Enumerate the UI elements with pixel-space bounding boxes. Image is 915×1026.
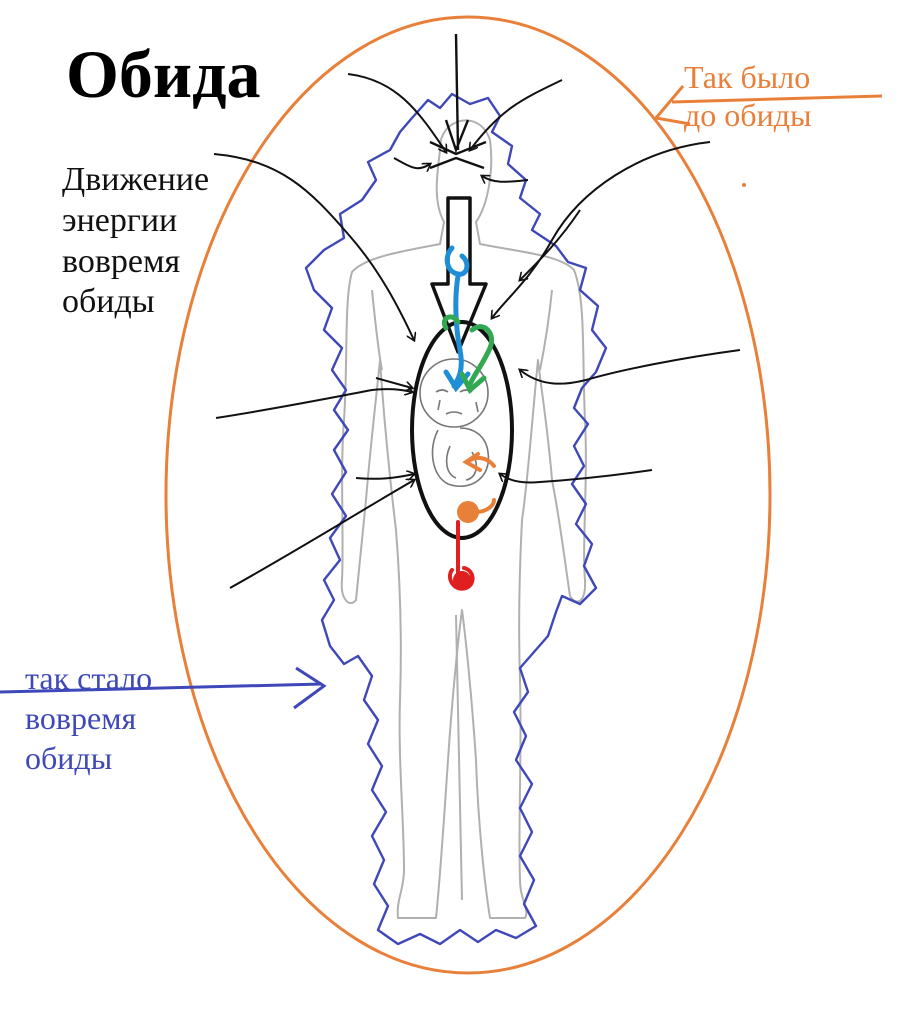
stray-dot: [742, 183, 746, 187]
root-chakra-swirl: [450, 522, 473, 589]
aura-after-outline: [306, 94, 606, 944]
aura-before-ellipse: [166, 17, 770, 973]
before-pointer-arrow: [656, 86, 882, 124]
after-pointer-arrow: [0, 668, 324, 708]
